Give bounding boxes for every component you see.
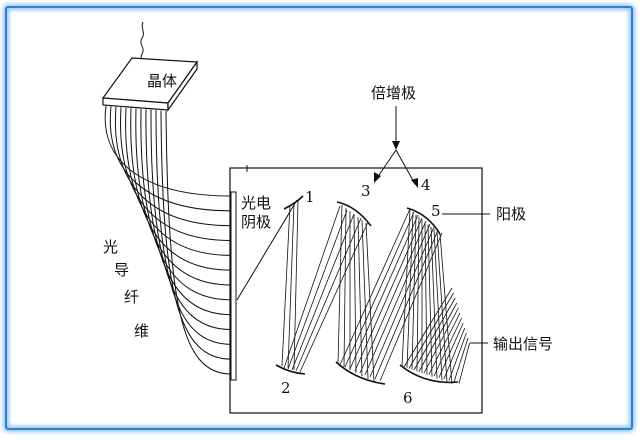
- electron-ray: [364, 223, 431, 376]
- fiber-strand: [135, 108, 232, 286]
- electron-ray: [369, 226, 435, 378]
- fiber-strand: [160, 110, 232, 360]
- electron-ray: [281, 204, 291, 367]
- crystal: [101, 57, 199, 112]
- photocathode-plate: [230, 191, 237, 381]
- fiber-strand: [114, 106, 232, 227]
- fiber-label-1: 光: [103, 238, 118, 256]
- electron-ray: [349, 214, 419, 370]
- electron-ray: [357, 216, 363, 377]
- fiber-label-3: 纤: [124, 288, 139, 306]
- electron-ray: [283, 205, 341, 369]
- fiber-strand: [165, 110, 232, 375]
- electron-ray: [374, 229, 439, 380]
- electron-ray: [299, 221, 369, 373]
- dynode-arrow-right: [395, 149, 416, 185]
- electron-ray: [353, 213, 357, 374]
- electron-ray: [411, 214, 417, 370]
- electron-ray: [453, 337, 469, 383]
- photocathode-label-line2: 阴极: [241, 213, 271, 231]
- electron-ray: [436, 231, 448, 383]
- electron-ray: [423, 307, 459, 374]
- electron-ray: [418, 302, 458, 372]
- electron-ray: [424, 221, 428, 376]
- electron-ray: [448, 332, 467, 381]
- electron-ray: [428, 312, 461, 375]
- fiber-strand: [140, 108, 232, 301]
- frame-border: [5, 6, 633, 430]
- fiber-strand: [104, 105, 232, 197]
- electron-ray: [293, 200, 299, 371]
- dynode-arrow-left: [376, 149, 397, 179]
- electron-ray: [430, 226, 438, 379]
- fiber-strand: [155, 110, 232, 345]
- dynode-number-2: 2: [281, 379, 291, 397]
- photocathode-label-line1: 光电: [241, 194, 271, 212]
- electron-ray: [408, 292, 454, 369]
- dynode-1: [283, 195, 304, 210]
- dynode-number-3: 3: [361, 182, 371, 200]
- electron-ray: [337, 204, 343, 365]
- fiber-label-2: 导: [114, 261, 129, 279]
- dynode-6: [399, 364, 459, 384]
- dynode-arrow-right-head: [411, 178, 418, 188]
- frame-glow: [3, 4, 635, 432]
- electron-ray: [413, 297, 456, 371]
- electron-ray: [379, 232, 443, 382]
- electron-ray: [343, 207, 347, 368]
- fiber-strand: [120, 107, 232, 241]
- fiber-label-4: 维: [134, 322, 149, 340]
- anode-label: 阳极: [496, 205, 526, 223]
- fiber-strand: [125, 107, 232, 256]
- dynode-label: 倍增极: [371, 84, 416, 102]
- electron-ray: [401, 209, 411, 367]
- dynode-number-5: 5: [431, 202, 441, 220]
- fiber-strand: [109, 106, 232, 212]
- electron-ray: [365, 222, 375, 383]
- electron-ray: [339, 208, 411, 366]
- electron-ray: [433, 317, 462, 377]
- electron-ray: [361, 219, 369, 380]
- crystal-label: 晶体: [147, 72, 177, 90]
- fiber-strand: [130, 108, 232, 271]
- electron-ray: [458, 342, 470, 384]
- dynode-number-4: 4: [421, 176, 431, 194]
- electron-ray: [295, 217, 362, 372]
- dynode-number-6: 6: [403, 389, 413, 407]
- dynode-arrow-left-head: [374, 172, 381, 183]
- electron-ray: [287, 209, 348, 370]
- photocathode-leader: [236, 199, 298, 301]
- output-label: 输出信号: [493, 335, 553, 353]
- light-guide-fibers: [104, 105, 232, 375]
- dynode-2: [275, 364, 306, 375]
- dynode-number-1: 1: [305, 188, 315, 206]
- electron-ray: [403, 287, 453, 368]
- electron-trajectories: [281, 200, 470, 385]
- electron-ray: [406, 212, 414, 368]
- electron-ray: [439, 233, 453, 385]
- electron-ray: [344, 211, 415, 368]
- fiber-strand: [150, 109, 232, 330]
- electron-ray: [427, 224, 433, 377]
- electron-ray: [287, 202, 295, 369]
- dynode-3: [336, 201, 372, 227]
- dynode-label-stem-arrow: [392, 141, 400, 150]
- dynode-4: [335, 361, 386, 385]
- electron-ray: [438, 322, 464, 378]
- tube-box: [229, 167, 483, 414]
- electron-ray: [433, 229, 443, 381]
- electron-ray: [354, 217, 423, 372]
- electron-ray: [291, 213, 355, 371]
- electron-ray: [443, 327, 466, 380]
